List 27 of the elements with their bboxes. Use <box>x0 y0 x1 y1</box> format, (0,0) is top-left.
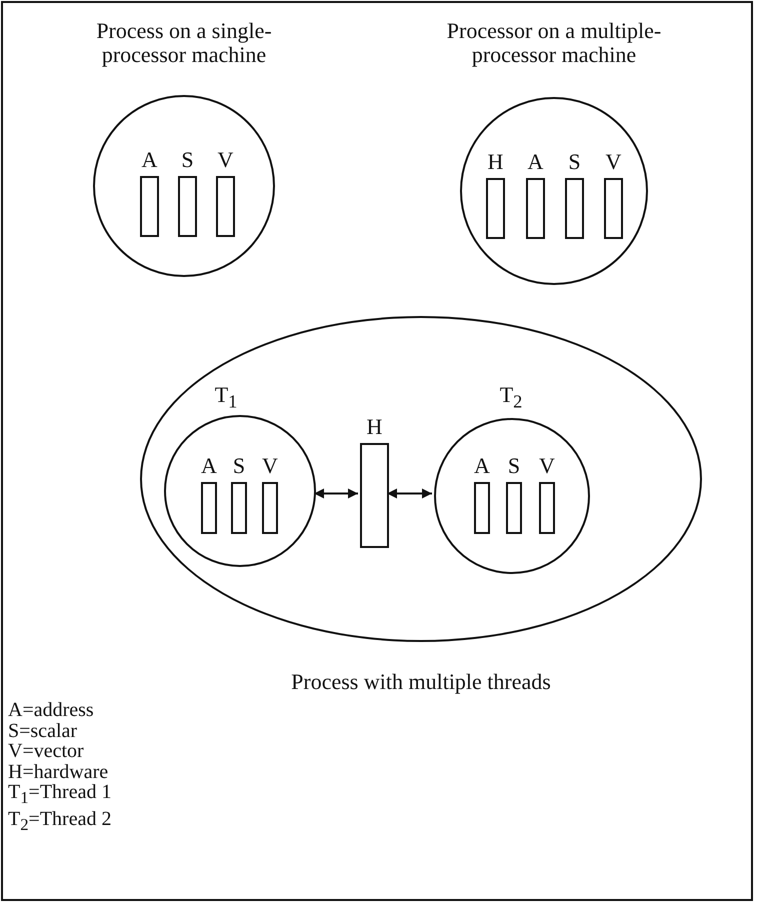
key-entry: A=address <box>8 700 94 720</box>
register-label: S <box>568 151 581 173</box>
thread-label: T$_{1}$ <box>214 383 238 414</box>
diagram-heading: Processor on a multiple-processor machine <box>446 19 662 67</box>
key-entry: T$_{2}$=Thread 2 <box>8 808 112 835</box>
register-label: V <box>539 455 555 477</box>
thread-label: T$_{2}$ <box>498 383 524 414</box>
double-arrow <box>314 488 358 498</box>
key-entry: H=hardware <box>8 762 108 782</box>
diagram-heading: Process with multiple threads <box>290 670 552 694</box>
register-label: S <box>181 149 194 171</box>
register-label: A <box>142 149 158 171</box>
register-label: S <box>232 455 246 477</box>
register-label: V <box>218 149 234 171</box>
key-entry: S=scalar <box>8 720 78 741</box>
register-label: V <box>262 455 278 477</box>
register-label: A <box>474 455 490 477</box>
register-label: A <box>201 455 217 477</box>
register-label: A <box>528 151 544 173</box>
register-label: H <box>366 416 382 438</box>
register-label: S <box>508 455 520 477</box>
key-entry: T$_{1}$=Thread 1 <box>8 782 112 808</box>
register-label: H <box>488 151 504 173</box>
double-arrow <box>387 488 432 498</box>
diagram-heading: Process on a single-processor machine <box>95 19 273 67</box>
key-entry: V=vector <box>8 741 84 762</box>
register-label: V <box>606 151 622 173</box>
